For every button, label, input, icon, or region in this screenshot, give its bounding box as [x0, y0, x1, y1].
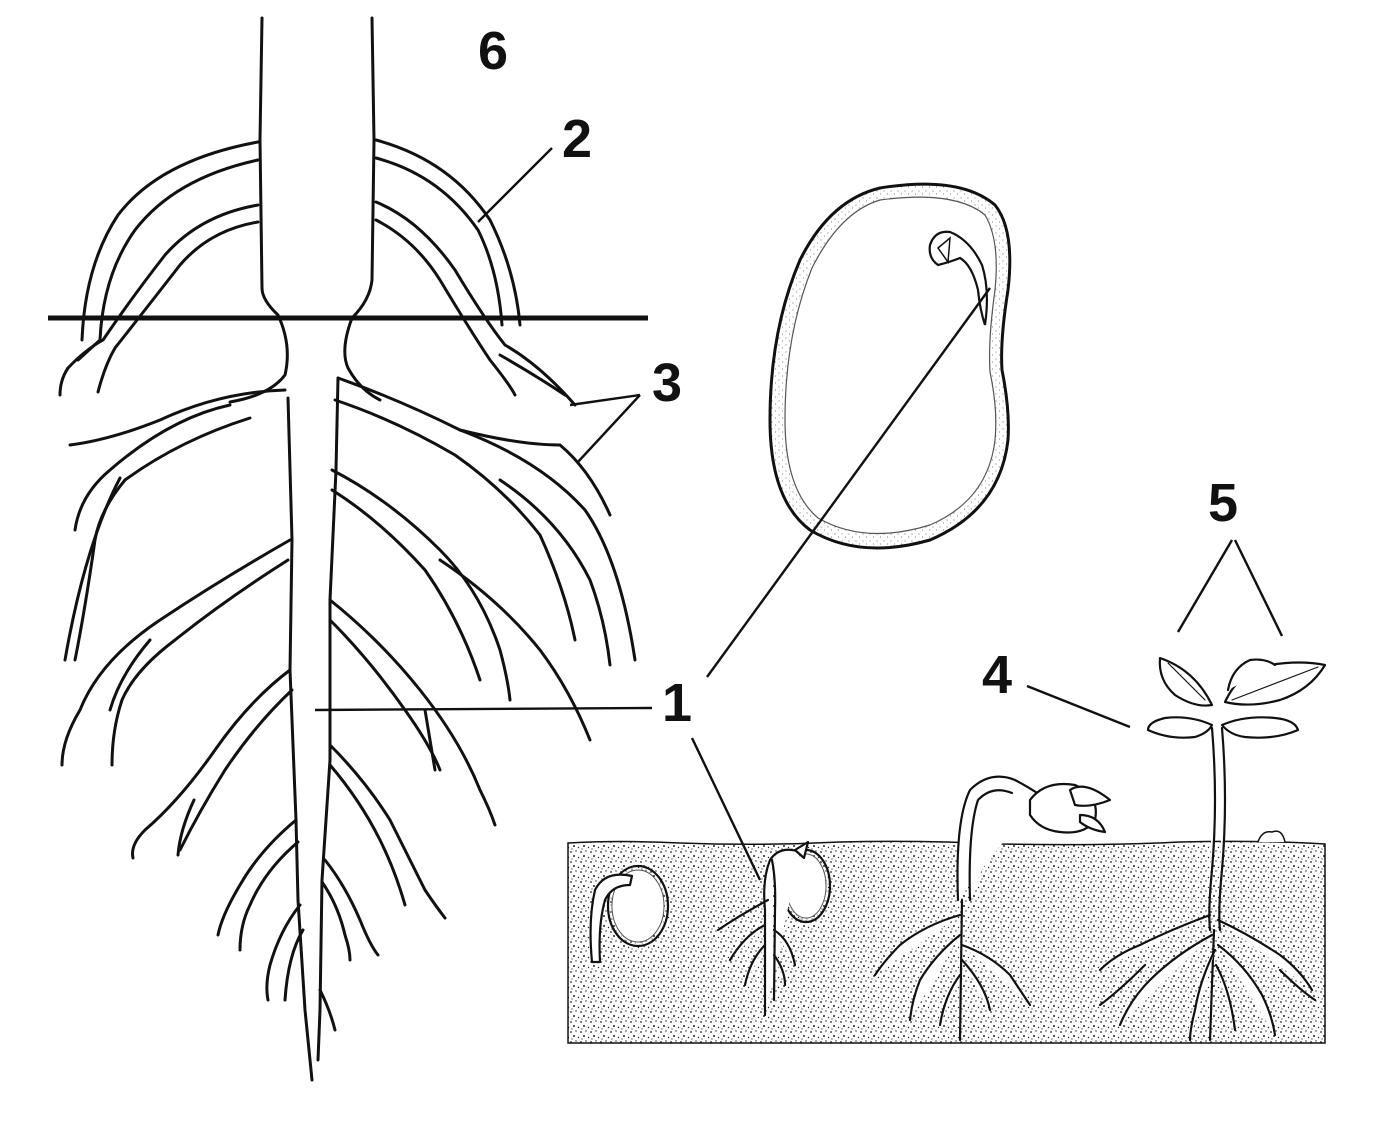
lateral-root-right-4: [328, 743, 447, 920]
leader-3-upper: [569, 393, 641, 407]
leader-lines: [314, 147, 1284, 881]
leader-1-root: [314, 706, 653, 712]
lateral-root-left-4: [216, 818, 298, 937]
leader-1-seed: [706, 287, 991, 678]
seedling-stages: [589, 656, 1327, 1042]
label-2: 2: [562, 109, 593, 169]
upper-right-root: [374, 138, 522, 327]
upper-left-root: [80, 140, 260, 342]
lateral-root-right-5: [323, 858, 380, 957]
label-4: 4: [982, 645, 1013, 705]
leader-5-left: [1176, 539, 1234, 633]
leader-5-right: [1233, 539, 1284, 637]
stage-2-seedling: [716, 840, 832, 1017]
stage-3-hook: [873, 775, 1112, 1042]
label-1: 1: [662, 673, 693, 733]
cotyledon-right: [1220, 716, 1300, 739]
label-5: 5: [1208, 473, 1239, 533]
lateral-root-right-2: [330, 468, 512, 702]
surface-sprout: [1257, 830, 1286, 843]
lateral-root-left-3: [131, 668, 292, 860]
stage-1-seed: [589, 864, 670, 964]
stage-4-plant: [1098, 656, 1327, 1042]
lateral-root-left-2: [60, 538, 292, 767]
soil-block: [567, 840, 1326, 1044]
label-6: 6: [478, 21, 509, 81]
lateral-root-right-3: [328, 598, 497, 827]
leader-3-lower: [576, 394, 641, 464]
root-system: [58, 16, 637, 1082]
large-seed: [768, 182, 1012, 550]
lateral-root-left-1: [68, 388, 287, 447]
leader-2: [477, 147, 553, 223]
lateral-root-right-1: [336, 376, 612, 517]
cotyledon-left: [1146, 716, 1214, 739]
soil: [567, 840, 1326, 1044]
taproot: [286, 396, 314, 1082]
label-3: 3: [652, 353, 683, 413]
lateral-root-left-5: [265, 903, 302, 1002]
leader-4: [1026, 684, 1131, 729]
stem-right-edge: [343, 16, 382, 402]
leader-1-seedling: [690, 737, 762, 881]
